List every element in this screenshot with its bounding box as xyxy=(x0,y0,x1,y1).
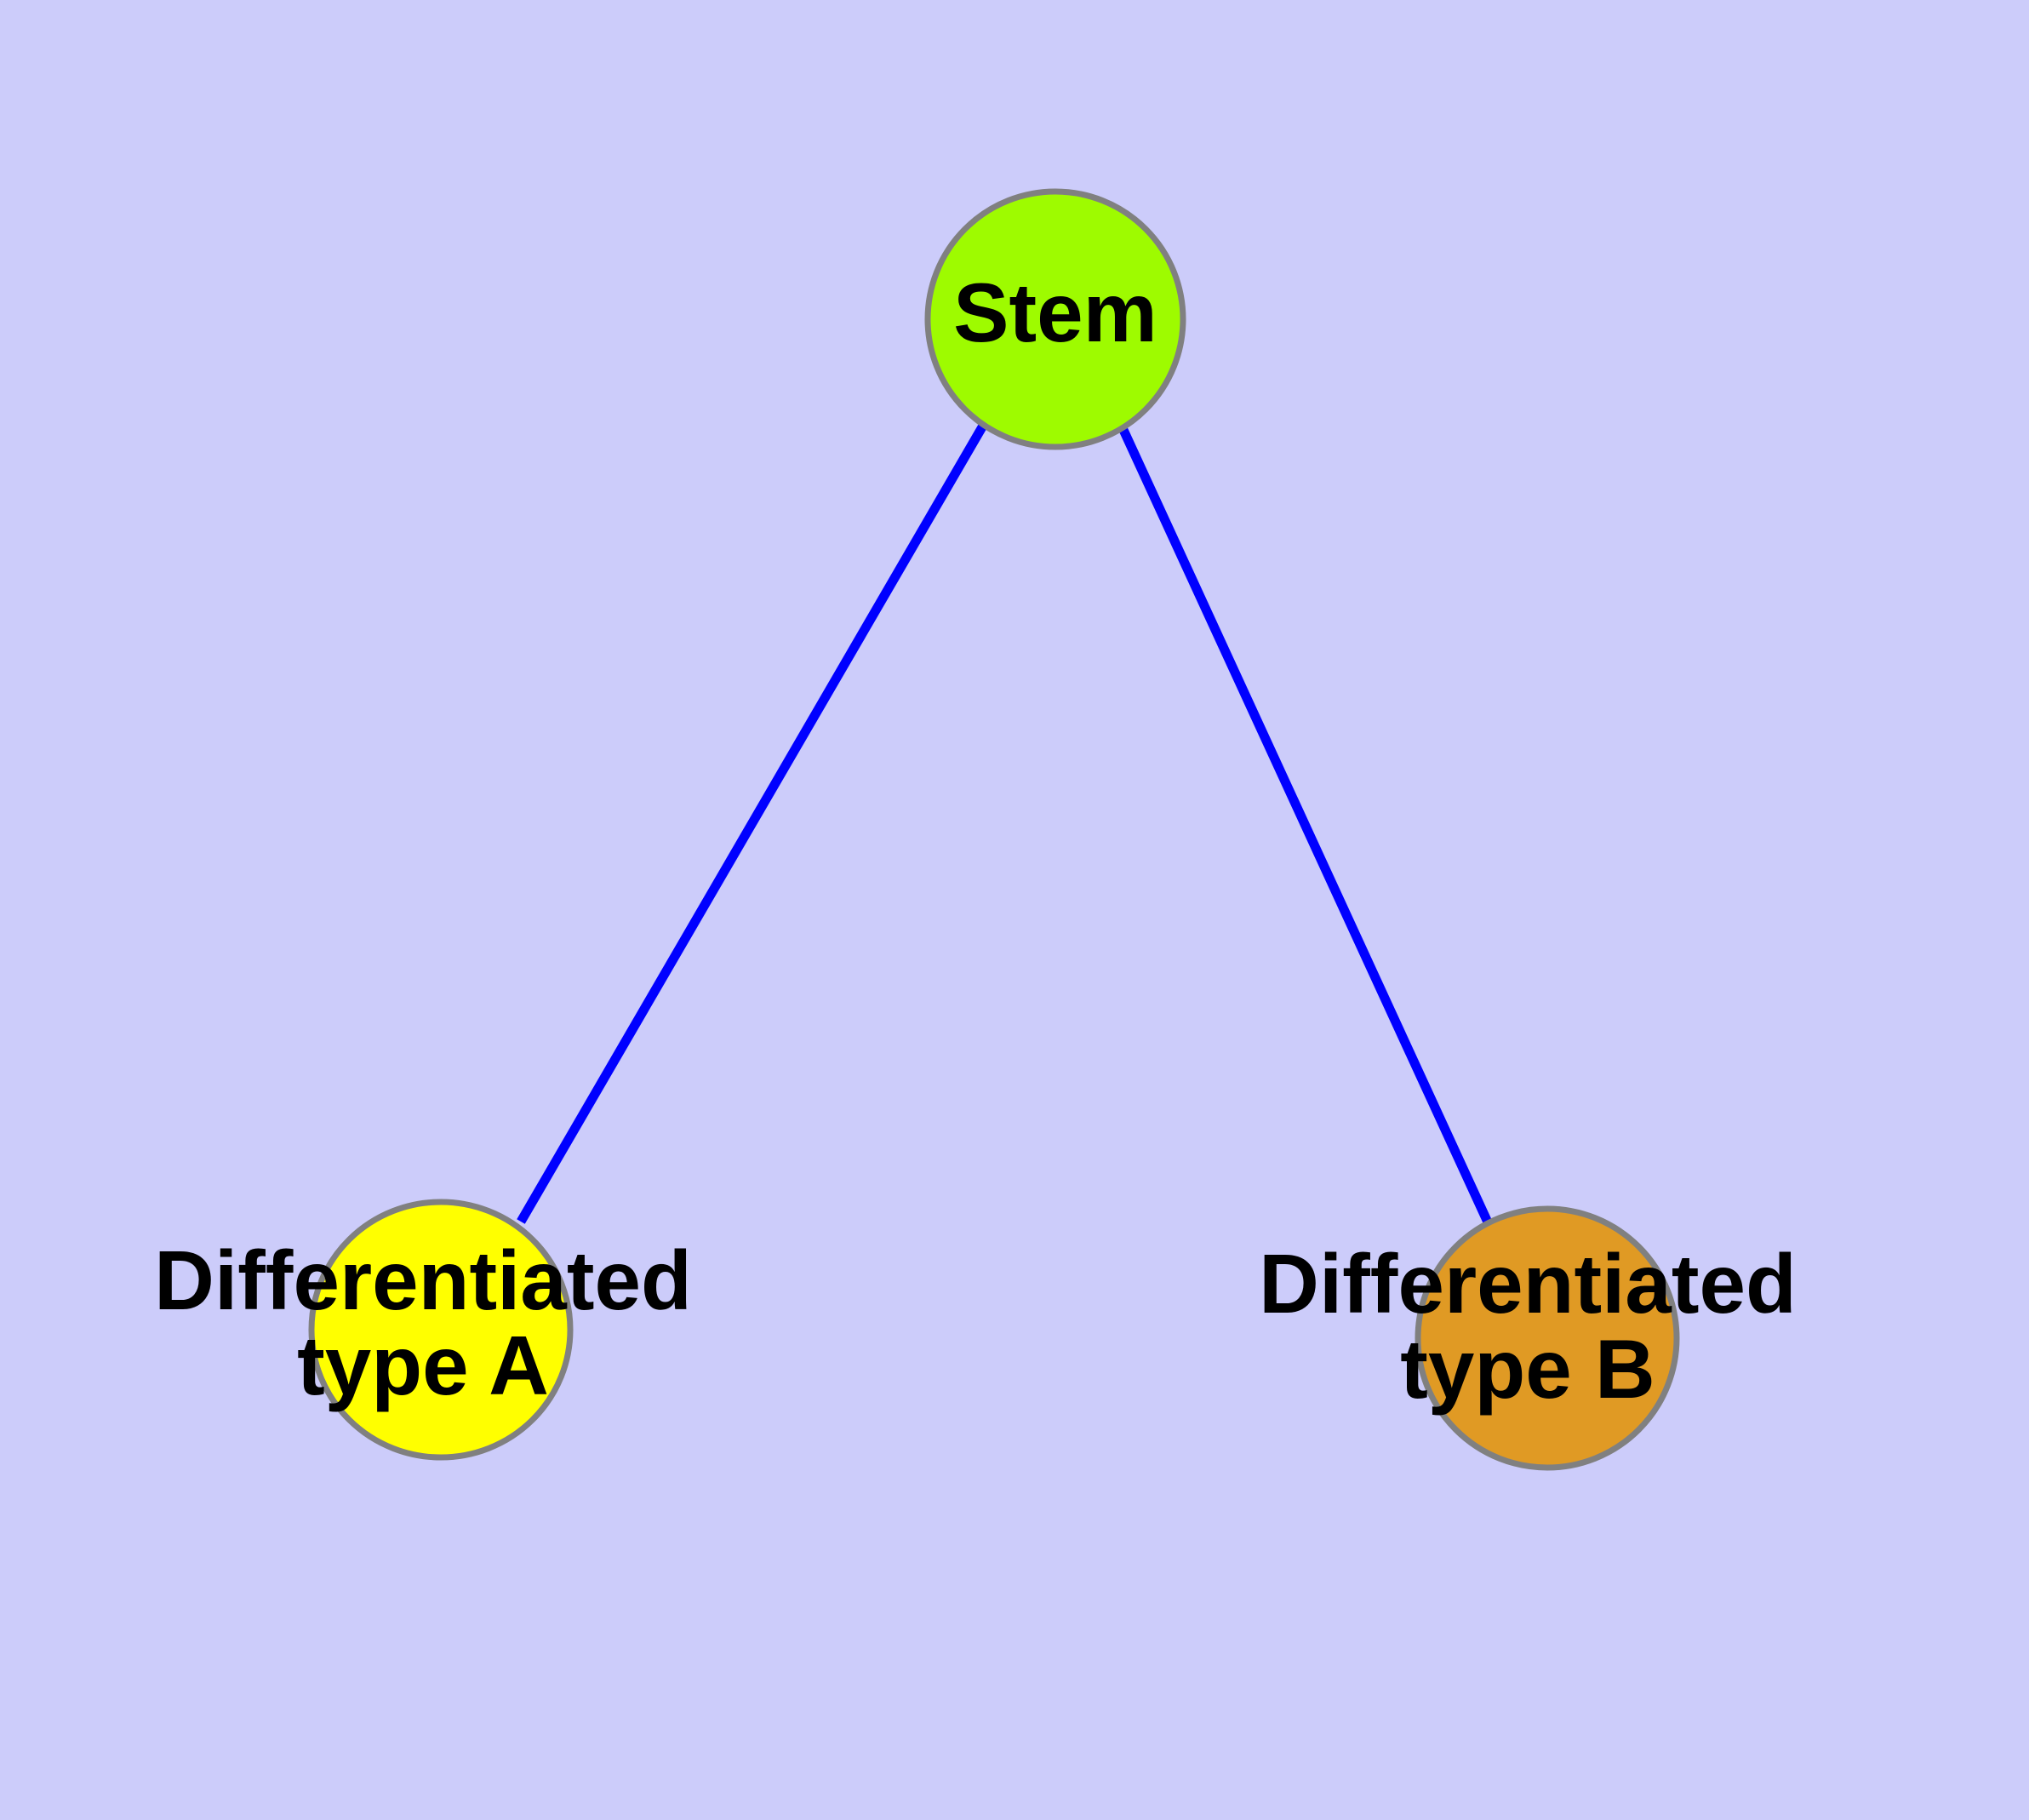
node-label-line: Differentiated xyxy=(154,1233,692,1327)
node-label-line: Differentiated xyxy=(1259,1237,1797,1331)
node-label-line: type B xyxy=(1400,1322,1655,1416)
edges-group xyxy=(517,423,1494,1228)
node-diff-type-a[interactable] xyxy=(308,1199,574,1461)
node-label-stem: Stem xyxy=(953,266,1157,359)
node-stem[interactable] xyxy=(924,188,1186,450)
node-diff-type-b[interactable] xyxy=(1415,1205,1680,1471)
nodes-group xyxy=(308,188,1680,1471)
edge-stem-to-type-a[interactable] xyxy=(517,423,987,1224)
edge-stem-to-type-b[interactable] xyxy=(1119,427,1494,1228)
node-label-line: type A xyxy=(297,1319,549,1412)
node-label-line: Stem xyxy=(953,266,1157,359)
